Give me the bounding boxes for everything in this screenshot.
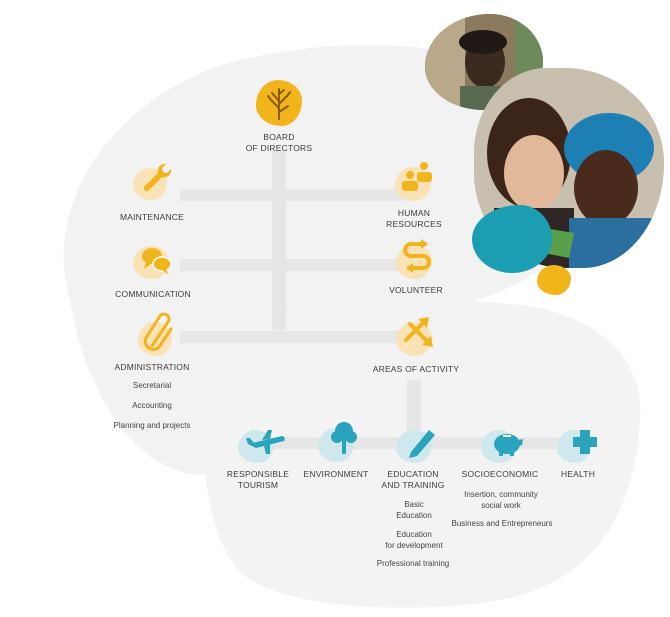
crossing-arrows-icon[interactable]: [400, 314, 436, 350]
cross-icon[interactable]: [571, 428, 599, 456]
areas-label: AREAS OF ACTIVITY: [372, 364, 460, 374]
photo-accent-teal: [472, 205, 552, 273]
speech-bubbles-icon[interactable]: [138, 242, 174, 278]
volunteer-icon-background: [396, 245, 432, 279]
s-arrows-icon[interactable]: [401, 238, 433, 274]
photo-accent-yellow: [537, 265, 571, 295]
wrench-icon[interactable]: [138, 160, 174, 196]
education-item-development: Education for development: [385, 530, 443, 550]
tree-icon[interactable]: [328, 420, 360, 456]
people-icon[interactable]: [398, 158, 434, 194]
connector-trunk: [272, 150, 286, 330]
socioeconomic-label: SOCIOECONOMIC: [461, 469, 539, 479]
socio-item-business: Business and Entrepreneurs: [451, 519, 553, 528]
board-label: BOARD OF DIRECTORS: [245, 132, 313, 153]
connector-row-1: [180, 189, 405, 201]
connector-row-2: [180, 259, 405, 271]
admin-item-accounting: Accounting: [132, 401, 172, 410]
volunteer-label: VOLUNTEER: [389, 285, 443, 295]
pencil-icon[interactable]: [405, 424, 439, 458]
education-item-basic: Basic Education: [396, 500, 432, 520]
admin-item-secretarial: Secretarial: [132, 381, 172, 390]
paperclip-icon[interactable]: [142, 312, 176, 354]
piggy-bank-icon[interactable]: [491, 430, 525, 458]
education-label: EDUCATION AND TRAINING: [381, 469, 445, 490]
tree-icon: [267, 88, 291, 120]
socio-item-insertion: Insertion, community social work: [464, 490, 538, 510]
connector-areas-down: [407, 380, 421, 435]
communication-label: COMMUNICATION: [115, 289, 191, 299]
maintenance-label: MAINTENANCE: [119, 212, 185, 222]
airplane-icon[interactable]: [244, 428, 288, 456]
tourism-label: RESPONSIBLE TOURISM: [226, 469, 290, 490]
node-board[interactable]: [250, 80, 308, 130]
health-label: HEALTH: [560, 469, 596, 479]
admin-item-planning: Planning and projects: [113, 421, 191, 430]
human-resources-label: HUMAN RESOURCES: [386, 208, 442, 229]
connector-row-3: [180, 331, 405, 343]
education-item-professional: Professional training: [376, 559, 450, 568]
environment-label: ENVIRONMENT: [303, 469, 369, 479]
administration-label: ADMINISTRATION: [114, 362, 190, 372]
